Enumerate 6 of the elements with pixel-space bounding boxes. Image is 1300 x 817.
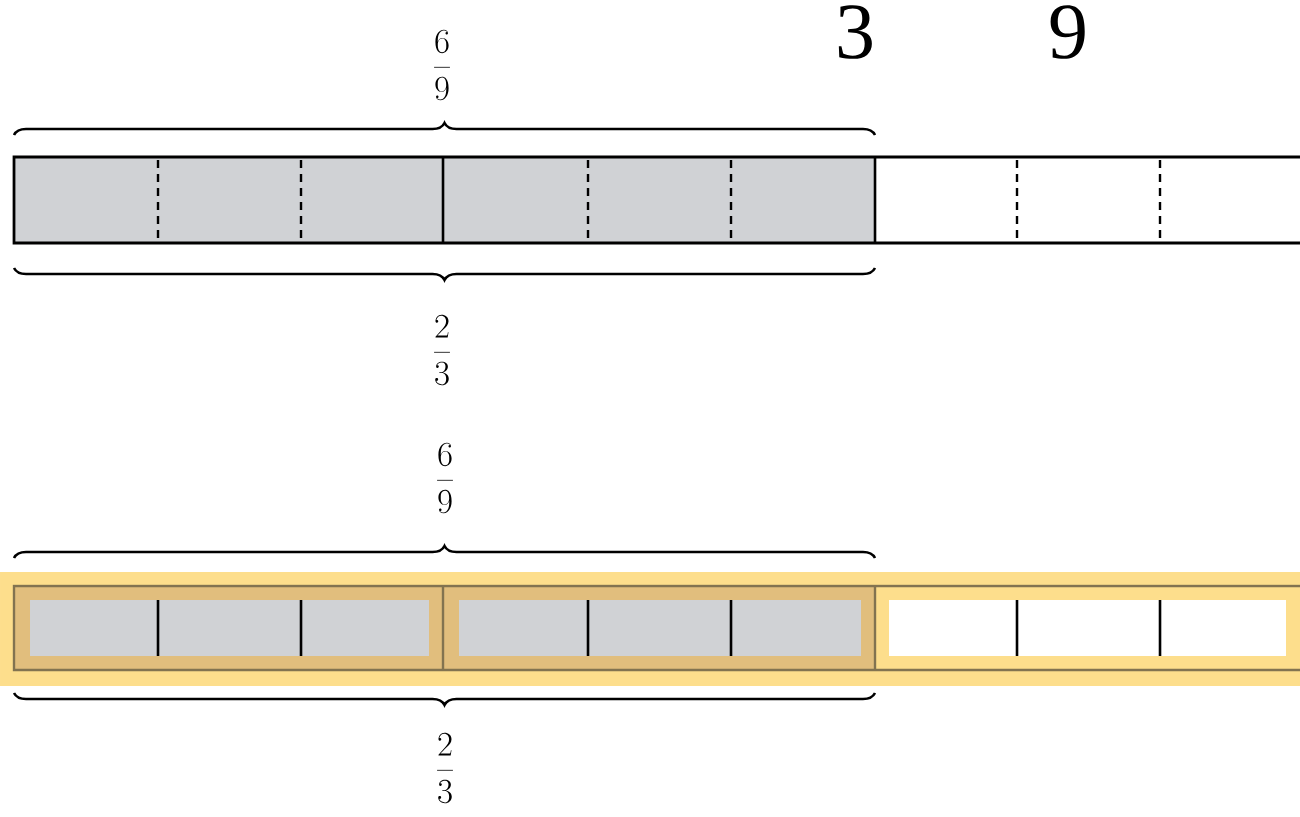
fraction-label: $\frac{6}{9}$ <box>434 29 450 101</box>
equation-digit: 3 <box>838 5 872 59</box>
fraction-label: $\frac{6}{9}$ <box>437 442 453 514</box>
fraction-label: $\frac{2}{3}$ <box>434 314 450 386</box>
equation-digit: 9 <box>1050 5 1085 59</box>
fraction-label: $\frac{2}{3}$ <box>437 732 453 804</box>
